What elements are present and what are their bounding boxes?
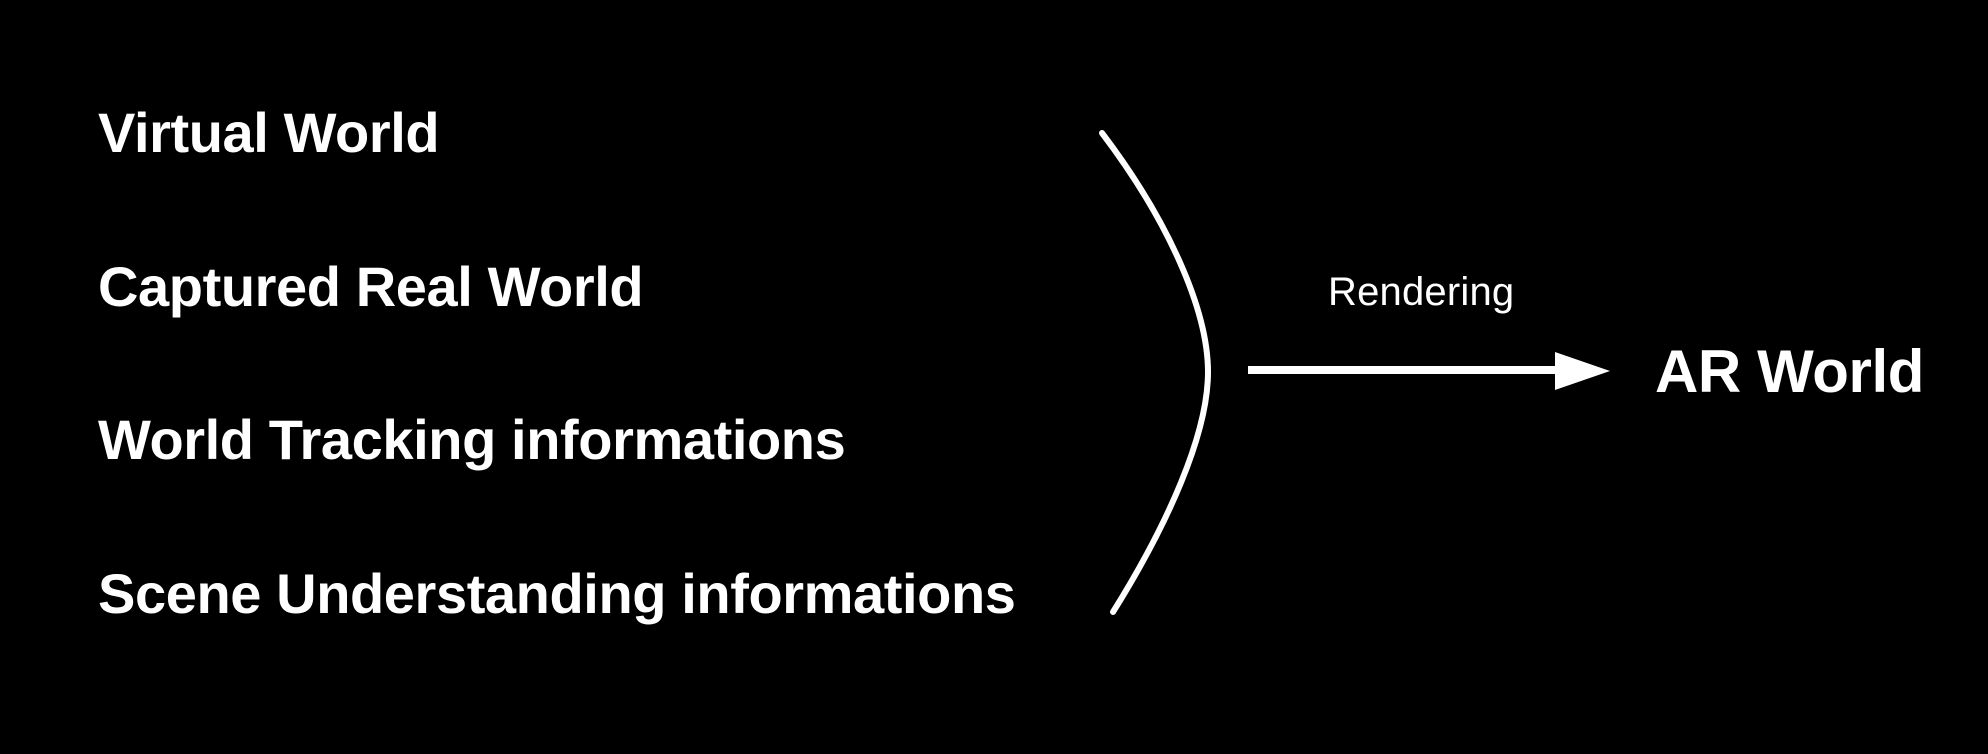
input-item-captured-real-world: Captured Real World [98, 254, 644, 318]
input-sources-list: Virtual World Captured Real World World … [98, 101, 1078, 626]
arrow-right-icon [1248, 352, 1610, 390]
rendering-label: Rendering [1328, 270, 1515, 314]
input-item-world-tracking: World Tracking informations [98, 408, 846, 472]
input-item-virtual-world: Virtual World [98, 101, 440, 164]
input-item-scene-understanding: Scene Understanding informations [98, 562, 1016, 626]
rendering-process: Rendering [1248, 270, 1618, 400]
output-label-ar-world: AR World [1655, 338, 1924, 405]
curly-brace-arc-icon [1080, 110, 1240, 630]
